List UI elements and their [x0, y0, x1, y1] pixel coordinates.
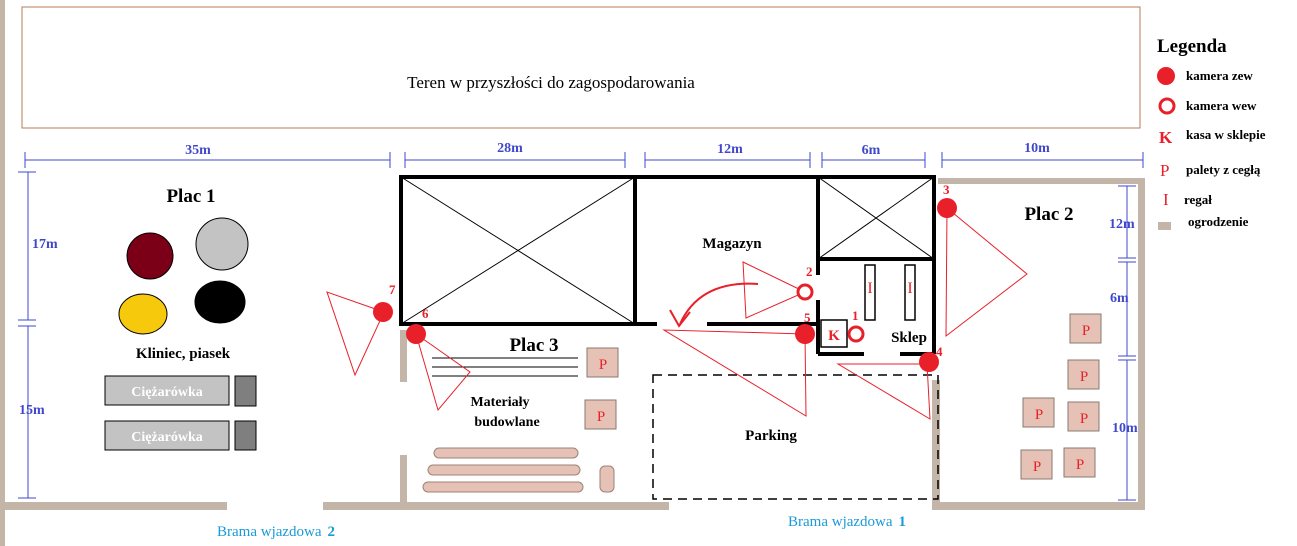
- legend-label-fence: ogrodzenie: [1188, 214, 1249, 229]
- camera-number: 6: [422, 306, 429, 321]
- pallet-box: [1022, 397, 1055, 428]
- camera-number: 4: [936, 344, 943, 359]
- magazyn-arrow: [679, 282, 759, 325]
- truck: Ciężarówka: [104, 420, 257, 451]
- camera-external-icon: [406, 324, 426, 344]
- fence-swatch-icon: [1158, 222, 1171, 230]
- dim-6m: 6m: [862, 143, 881, 158]
- materials-label-line1: Materiały: [470, 395, 529, 410]
- truck-label: Ciężarówka: [131, 430, 203, 445]
- camera-external-icon: [919, 352, 939, 372]
- dim-right-12m: 12m: [1109, 217, 1135, 232]
- cameras: 1 2 3 4 5 6 7: [373, 182, 957, 372]
- pallet-icon: P: [1035, 407, 1043, 423]
- pallet-box: [1067, 359, 1100, 390]
- camera-external-icon: [795, 324, 815, 344]
- parking-label: Parking: [745, 428, 797, 444]
- legend-label-cash: kasa w sklepie: [1186, 127, 1266, 142]
- pallet-icon: P: [1080, 411, 1088, 427]
- pile-gray: [195, 217, 249, 271]
- plac1-title: Plac 1: [166, 186, 215, 207]
- dim-15m: 15m: [19, 403, 45, 418]
- future-area-box: [21, 6, 1141, 129]
- shelf-icon: I: [907, 280, 912, 297]
- materials-label-line2: budowlane: [474, 415, 539, 430]
- dim-right-10m: 10m: [1112, 421, 1138, 436]
- camera-number: 7: [389, 282, 396, 297]
- dim-35m: 35m: [185, 143, 211, 158]
- pallet-icon: P: [597, 409, 605, 425]
- parking-area: [652, 374, 939, 500]
- camera-external-icon: [937, 198, 957, 218]
- camera-number: 5: [804, 310, 811, 325]
- camera-internal-icon: [847, 325, 865, 343]
- sklep-walls: [816, 257, 936, 356]
- left-dimensions: [18, 171, 36, 499]
- pallet-icon: P: [1080, 369, 1088, 385]
- dim-28m: 28m: [497, 141, 523, 156]
- legend-title: Legenda: [1157, 36, 1227, 57]
- pallet-icon: P: [1076, 457, 1084, 473]
- sklep-label: Sklep: [891, 330, 927, 346]
- letter-P-icon: P: [1160, 161, 1169, 180]
- camera-number: 1: [852, 308, 859, 323]
- pallet-box: [1063, 447, 1096, 478]
- pallet-box: [1067, 401, 1100, 432]
- pile-dark-red: [126, 232, 174, 280]
- right-dimensions: [1118, 185, 1136, 501]
- shelf-icon: I: [867, 280, 872, 297]
- pallet-box: [1069, 313, 1102, 344]
- pallet-box: [586, 347, 619, 378]
- top-dimensions: [24, 152, 1144, 168]
- building-left: [399, 175, 637, 326]
- cash-register-icon: K: [828, 328, 840, 344]
- future-area-label: Teren w przyszłości do zagospodarowania: [407, 73, 695, 92]
- pile-yellow: [118, 293, 168, 335]
- magazyn-label: Magazyn: [702, 236, 762, 252]
- pallet-box: [1020, 449, 1053, 480]
- legend-label-camera-ext: kamera zew: [1186, 68, 1253, 83]
- letter-I-icon: I: [1163, 190, 1169, 209]
- legend-label-pallets: palety z cegłą: [1186, 162, 1261, 177]
- camera-view-cones: [326, 206, 1028, 420]
- pallet-icon: P: [1082, 323, 1090, 339]
- plac1-material-label: Kliniec, piasek: [136, 346, 231, 362]
- dim-12m: 12m: [717, 142, 743, 157]
- camera-internal-icon: [796, 283, 814, 301]
- dim-10m: 10m: [1024, 141, 1050, 156]
- legend-label-camera-int: kamera wew: [1186, 98, 1257, 113]
- truck: Ciężarówka: [104, 375, 257, 407]
- pallet-box: [584, 399, 617, 430]
- plac2-title: Plac 2: [1024, 204, 1073, 225]
- pallets: P P P P P P P P: [584, 313, 1102, 480]
- plac3-title: Plac 3: [509, 335, 558, 356]
- pallet-icon: P: [599, 357, 607, 373]
- fence: [0, 0, 1145, 546]
- material-lines: [432, 357, 578, 377]
- pallet-icon: P: [1033, 459, 1041, 475]
- camera-number: 3: [943, 182, 950, 197]
- dim-17m: 17m: [32, 237, 58, 252]
- cash-register-box: [820, 319, 848, 348]
- legend: Legenda kamera zew kamera wew K kasa w s…: [1157, 36, 1266, 230]
- lumber-stack: [422, 447, 615, 493]
- letter-K-icon: K: [1159, 128, 1173, 147]
- building-right-top: [816, 175, 936, 261]
- filled-red-circle-icon: [1157, 67, 1175, 85]
- hollow-red-circle-icon: [1158, 97, 1176, 115]
- camera-external-icon: [373, 302, 393, 322]
- camera-number: 2: [806, 264, 813, 279]
- legend-label-shelf: regał: [1184, 192, 1212, 207]
- shelves: I I: [864, 264, 916, 321]
- dim-right-6m: 6m: [1110, 291, 1129, 306]
- pile-black: [194, 280, 246, 324]
- truck-label: Ciężarówka: [131, 385, 203, 400]
- arrow-head-icon: [669, 309, 691, 328]
